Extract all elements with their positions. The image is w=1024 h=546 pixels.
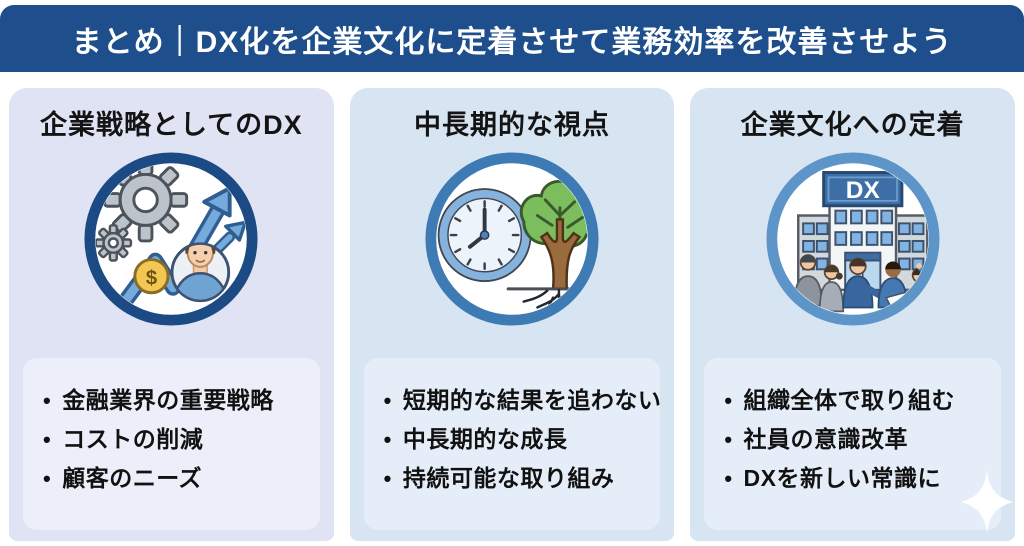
dx-sign-label: DX: [845, 177, 880, 204]
coin-symbol: $: [146, 267, 158, 290]
dx-building-with-people-icon: DX: [766, 152, 940, 326]
list-item: • 組織全体で取り組む: [724, 381, 993, 420]
person: [842, 257, 884, 309]
gear-icon: [103, 163, 189, 243]
bullet-text: 組織全体で取り組む: [743, 387, 956, 413]
card-corporate-strategy: 企業戦略としてのDX: [9, 88, 334, 541]
bullet-dot: •: [383, 388, 392, 413]
card-title: 企業文化への定着: [740, 110, 965, 140]
bullet-text: コストの削減: [62, 426, 204, 452]
clock-and-tree-icon: [425, 152, 599, 326]
clock-icon: [437, 188, 532, 283]
gears-growth-arrow-coin-avatar-icon: $: [84, 152, 258, 326]
bullet-dot: •: [383, 427, 392, 452]
avatar-icon: [170, 242, 231, 303]
bullet-text: 中長期的な成長: [402, 426, 568, 452]
bullet-dot: •: [383, 466, 392, 491]
bullet-text: 顧客のニーズ: [62, 465, 203, 491]
card-title: 企業戦略としてのDX: [39, 110, 303, 140]
bullet-text: 金融業界の重要戦略: [62, 387, 274, 413]
list-item: • 中長期的な成長: [384, 420, 653, 459]
card-title: 中長期的な視点: [414, 110, 610, 140]
bullet-panel: • 組織全体で取り組む • 社員の意識改革 • DXを新しい常識に: [704, 358, 1002, 530]
list-item: • 顧客のニーズ: [43, 459, 312, 498]
bullet-list: • 組織全体で取り組む • 社員の意識改革 • DXを新しい常識に: [704, 358, 1001, 498]
bullet-panel: • 金融業界の重要戦略 • コストの削減 • 顧客のニーズ: [23, 358, 320, 530]
bullet-dot: •: [724, 466, 733, 491]
dollar-coin-icon: $: [133, 258, 170, 295]
bullet-list: • 短期的な結果を追わない • 中長期的な成長 • 持続可能な取り組み: [364, 358, 661, 498]
bullet-dot: •: [724, 427, 733, 452]
list-item: • 持続可能な取り組み: [384, 459, 653, 498]
header-banner: まとめ｜DX化を企業文化に定着させて業務効率を改善させよう: [0, 5, 1024, 72]
list-item: • DXを新しい常識に: [724, 459, 993, 498]
bullet-text: DXを新しい常識に: [743, 465, 941, 491]
bullet-text: 短期的な結果を追わない: [402, 387, 662, 413]
small-gear-icon: [96, 224, 133, 262]
list-item: • 社員の意識改革: [724, 420, 993, 459]
bullet-dot: •: [724, 388, 733, 413]
card-row: 企業戦略としてのDX: [0, 88, 1024, 541]
list-item: • 金融業界の重要戦略: [43, 381, 312, 420]
bullet-text: 社員の意識改革: [743, 426, 909, 452]
person: [818, 264, 844, 313]
sparkle-icon: [961, 470, 1014, 534]
page-title: まとめ｜DX化を企業文化に定着させて業務効率を改善させよう: [71, 25, 953, 59]
card-culture-adoption: 企業文化への定着: [690, 88, 1016, 541]
bullet-dot: •: [43, 466, 52, 491]
card-long-term-view: 中長期的な視点: [349, 88, 675, 541]
icon-badge-wrap: [350, 151, 675, 327]
icon-badge-wrap: DX: [690, 151, 1015, 327]
bullet-panel: • 短期的な結果を追わない • 中長期的な成長 • 持続可能な取り組み: [363, 358, 661, 530]
bullet-list: • 金融業界の重要戦略 • コストの削減 • 顧客のニーズ: [23, 358, 320, 498]
list-item: • コストの削減: [43, 420, 312, 459]
icon-badge-wrap: $: [9, 151, 334, 327]
bullet-text: 持続可能な取り組み: [402, 465, 615, 491]
bullet-dot: •: [43, 388, 52, 413]
list-item: • 短期的な結果を追わない: [383, 381, 661, 420]
bullet-dot: •: [43, 427, 52, 452]
